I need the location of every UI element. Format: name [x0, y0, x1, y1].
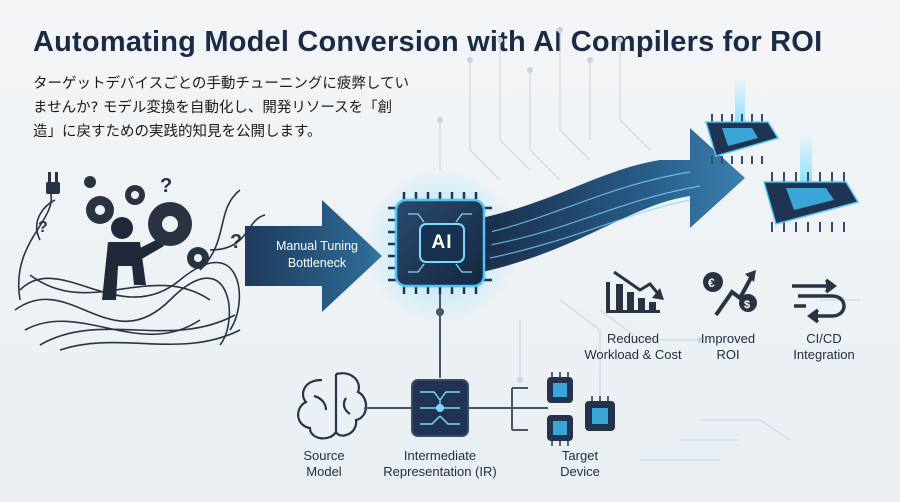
pipeline-label-line: Representation (IR)	[383, 464, 497, 479]
benefit-label-line: Improved	[700, 331, 756, 346]
cicd-loop-icon	[792, 278, 846, 324]
benefit-label-line: CI/CD	[806, 331, 842, 346]
ai-chip-label: AI	[431, 232, 453, 253]
pipeline-label-line: Intermediate	[403, 448, 477, 463]
pipeline-target-device: Target Device	[540, 448, 620, 480]
intro-line: 造」に戻すための実践的知見を公開します。	[33, 124, 322, 140]
pipeline-source-model: Source Model	[288, 448, 360, 480]
benefit-label-line: Integration	[793, 347, 855, 362]
benefit-improved-roi: Improved ROI	[692, 331, 764, 363]
circuit-nodes-bg	[437, 27, 703, 383]
svg-text:?: ?	[160, 175, 172, 197]
bottleneck-label: Manual Tuning Bottleneck	[262, 238, 372, 272]
benefit-label-line: Reduced	[606, 331, 660, 346]
pipeline-intermediate-representation: Intermediate Representation (IR)	[378, 448, 502, 480]
conversion-flow-ribbon	[482, 128, 745, 272]
target-chip-bottom-icon	[763, 132, 860, 232]
gear-icon	[84, 176, 209, 269]
intro-line: ターゲットデバイスごとの手動チューニングに疲弊してい	[33, 76, 409, 92]
person-icon	[102, 217, 164, 300]
chart-down-icon	[606, 270, 664, 313]
bottleneck-arrow	[245, 200, 382, 312]
circuit-traces-bg	[439, 30, 860, 461]
intro-line: ませんか? モデル変換を自動化し、開発リソースを「創	[33, 100, 393, 116]
ir-chip-icon	[411, 379, 469, 437]
bottleneck-label-line: Manual Tuning	[275, 239, 358, 253]
target-chip-top-icon	[704, 78, 780, 164]
pipeline-label-line: Model	[306, 464, 342, 479]
ai-chip-icon	[388, 192, 492, 294]
bottleneck-label-line: Bottleneck	[287, 256, 347, 270]
intro-text: ターゲットデバイスごとの手動チューニングに疲弊してい ませんか? モデル変換を自…	[33, 72, 443, 144]
question-mark-icon: ? ? ?	[38, 175, 242, 253]
pipeline-label-line: Target	[561, 448, 599, 463]
pipeline-label-line: Device	[560, 464, 600, 479]
page-title: Automating Model Conversion with AI Comp…	[33, 26, 823, 58]
svg-text:?: ?	[38, 219, 48, 236]
plug-icon	[46, 172, 60, 194]
target-chips-icon	[547, 372, 615, 446]
benefit-label-line: Workload & Cost	[584, 347, 682, 362]
benefit-cicd-integration: CI/CD Integration	[778, 331, 870, 363]
benefit-reduced-workload: Reduced Workload & Cost	[576, 331, 690, 363]
benefit-label-line: ROI	[716, 347, 740, 362]
svg-text:€: €	[708, 276, 715, 290]
euro-dollar-growth-icon: € $	[703, 270, 757, 317]
svg-text:?: ?	[230, 231, 242, 253]
tangled-wires-icon	[14, 189, 266, 351]
svg-text:$: $	[744, 299, 750, 311]
pipeline-label-line: Source	[303, 448, 345, 463]
brain-icon	[297, 372, 368, 440]
